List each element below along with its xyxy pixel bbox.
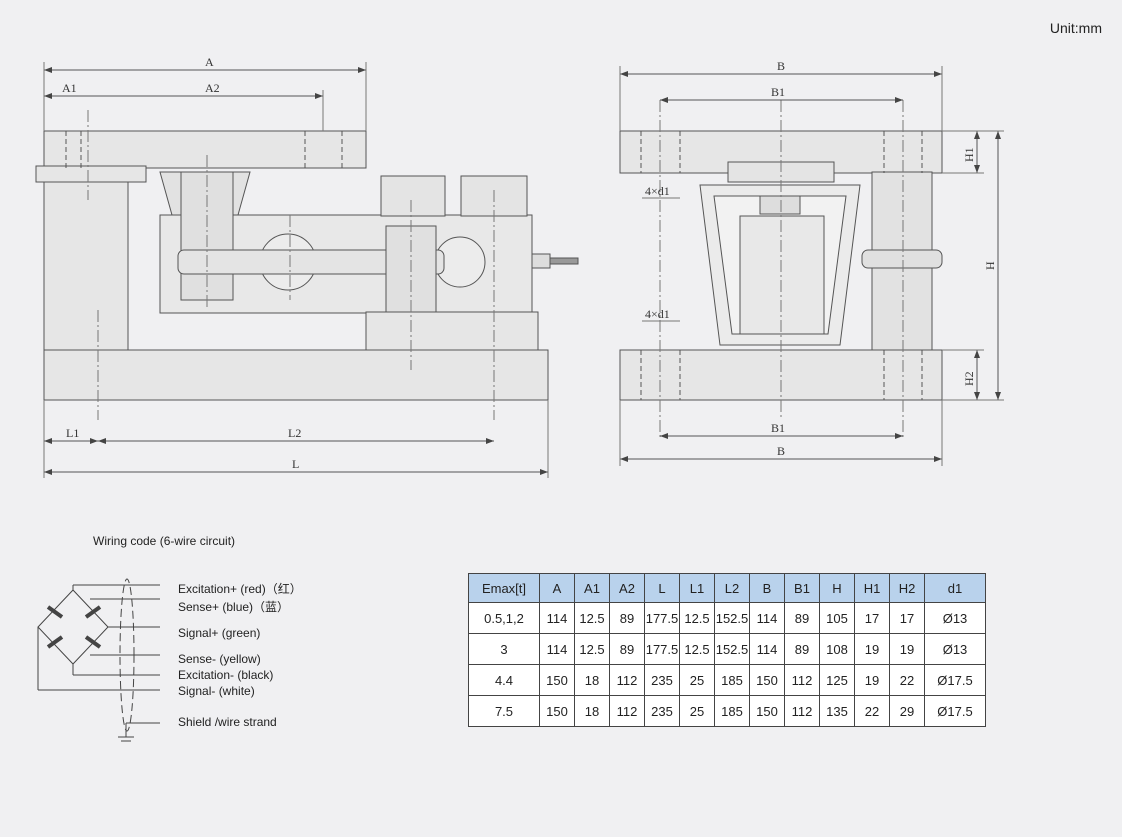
col-emax: Emax[t]: [468, 573, 540, 603]
dim-H1: H1: [962, 147, 976, 162]
cell: 125: [819, 664, 855, 696]
spec-table: Emax[t] A A1 A2 L L1 L2 B B1 H H1 H2 d1 …: [468, 573, 986, 727]
dim-H2: H2: [962, 371, 976, 386]
wire-label-excitation-minus: Excitation- (black): [178, 668, 274, 682]
technical-drawing: A A1 A2 L1 L2 L: [35, 55, 1004, 478]
cell: 89: [784, 602, 820, 634]
wire-label-excitation-plus: Excitation+ (red)（红）: [178, 582, 302, 596]
cell: 25: [679, 664, 715, 696]
cell: 18: [574, 664, 610, 696]
cell: 12.5: [679, 602, 715, 634]
cell: 114: [749, 602, 785, 634]
wire-label-shield: Shield /wire strand: [178, 715, 277, 729]
cell: 177.5: [644, 602, 680, 634]
cell: 4.4: [468, 664, 540, 696]
cell: 150: [539, 695, 575, 727]
cell: 17: [889, 602, 925, 634]
cell: 150: [749, 664, 785, 696]
dim-B-top: B: [777, 59, 785, 73]
wire-label-sense-plus: Sense+ (blue)（蓝）: [178, 600, 290, 614]
cell: 150: [749, 695, 785, 727]
dim-B-bottom: B: [777, 444, 785, 458]
table-header-row: Emax[t] A A1 A2 L L1 L2 B B1 H H1 H2 d1: [468, 573, 986, 603]
cell: 12.5: [574, 633, 610, 665]
dim-B1-bottom: B1: [771, 421, 785, 435]
cell: 185: [714, 695, 750, 727]
cell: 12.5: [679, 633, 715, 665]
cell: 108: [819, 633, 855, 665]
cell: Ø13: [924, 633, 986, 665]
cell: 114: [539, 602, 575, 634]
cell: 25: [679, 695, 715, 727]
cell: Ø13: [924, 602, 986, 634]
cell: 235: [644, 664, 680, 696]
col-A1: A1: [574, 573, 610, 603]
unit-label: Unit:mm: [1049, 20, 1102, 36]
cell: 150: [539, 664, 575, 696]
cell: 17: [854, 602, 890, 634]
cell: 19: [854, 664, 890, 696]
cell: 22: [889, 664, 925, 696]
cell: 7.5: [468, 695, 540, 727]
wire-label-sense-minus: Sense- (yellow): [178, 652, 261, 666]
cell: 89: [609, 602, 645, 634]
front-view: A A1 A2 L1 L2 L: [35, 55, 579, 478]
cell: 177.5: [644, 633, 680, 665]
cell: 235: [644, 695, 680, 727]
cell: 152.5: [714, 633, 750, 665]
cell: 114: [539, 633, 575, 665]
dim-A1: A1: [62, 81, 77, 95]
cell: 3: [468, 633, 540, 665]
cell: 112: [784, 664, 820, 696]
col-d1: d1: [924, 573, 986, 603]
dim-L2: L2: [288, 426, 301, 440]
wiring-diagram: [37, 578, 160, 742]
wire-label-signal-minus: Signal- (white): [178, 684, 255, 698]
dim-B1-top: B1: [771, 85, 785, 99]
col-H1: H1: [854, 573, 890, 603]
dim-H: H: [983, 261, 997, 270]
dim-L: L: [292, 457, 299, 471]
wiring-title: Wiring code (6-wire circuit): [93, 534, 236, 548]
cell: 185: [714, 664, 750, 696]
cell: Ø17.5: [924, 664, 986, 696]
cell: 89: [609, 633, 645, 665]
cell: 22: [854, 695, 890, 727]
dim-A2: A2: [205, 81, 220, 95]
dim-A: A: [205, 55, 214, 69]
cell: 89: [784, 633, 820, 665]
dim-d1-bottom: 4×d1: [645, 307, 670, 321]
col-A: A: [539, 573, 575, 603]
cell: 19: [854, 633, 890, 665]
cell: 112: [609, 695, 645, 727]
cell: 18: [574, 695, 610, 727]
cell: Ø17.5: [924, 695, 986, 727]
cell: 152.5: [714, 602, 750, 634]
cell: 112: [609, 664, 645, 696]
col-L: L: [644, 573, 680, 603]
col-A2: A2: [609, 573, 645, 603]
wire-label-signal-plus: Signal+ (green): [178, 626, 261, 640]
cell: 0.5,1,2: [468, 602, 540, 634]
cell: 114: [749, 633, 785, 665]
dim-d1-top: 4×d1: [645, 184, 670, 198]
col-H: H: [819, 573, 855, 603]
col-B1: B1: [784, 573, 820, 603]
col-B: B: [749, 573, 785, 603]
cell: 29: [889, 695, 925, 727]
cell: 12.5: [574, 602, 610, 634]
side-view: B B1 B1 B 4×d1 4×d1 H1 H H2: [619, 59, 1004, 466]
cell: 19: [889, 633, 925, 665]
col-L2: L2: [714, 573, 750, 603]
col-H2: H2: [889, 573, 925, 603]
cell: 105: [819, 602, 855, 634]
col-L1: L1: [679, 573, 715, 603]
cell: 112: [784, 695, 820, 727]
dim-L1: L1: [66, 426, 79, 440]
cell: 135: [819, 695, 855, 727]
